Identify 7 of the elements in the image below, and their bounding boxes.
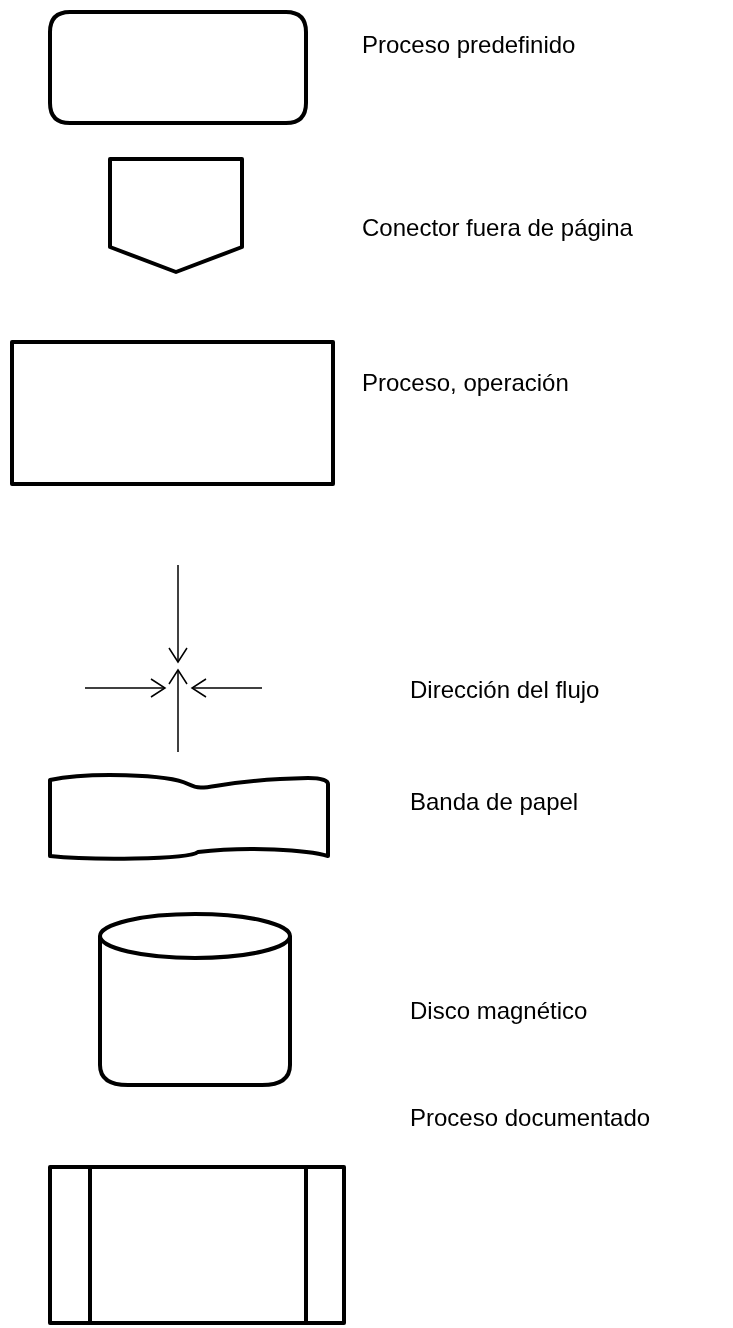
symbol-caption: Proceso predefinido <box>362 31 576 59</box>
symbol-caption: Dirección del flujo <box>410 676 600 704</box>
symbol-caption: Disco magnético <box>410 997 588 1025</box>
symbol-caption: Conector fuera de página <box>362 214 633 242</box>
symbol-caption: Banda de papel <box>410 788 579 816</box>
symbol-caption: Proceso documentado <box>410 1104 651 1132</box>
symbol-caption: Proceso, operación <box>362 369 569 397</box>
